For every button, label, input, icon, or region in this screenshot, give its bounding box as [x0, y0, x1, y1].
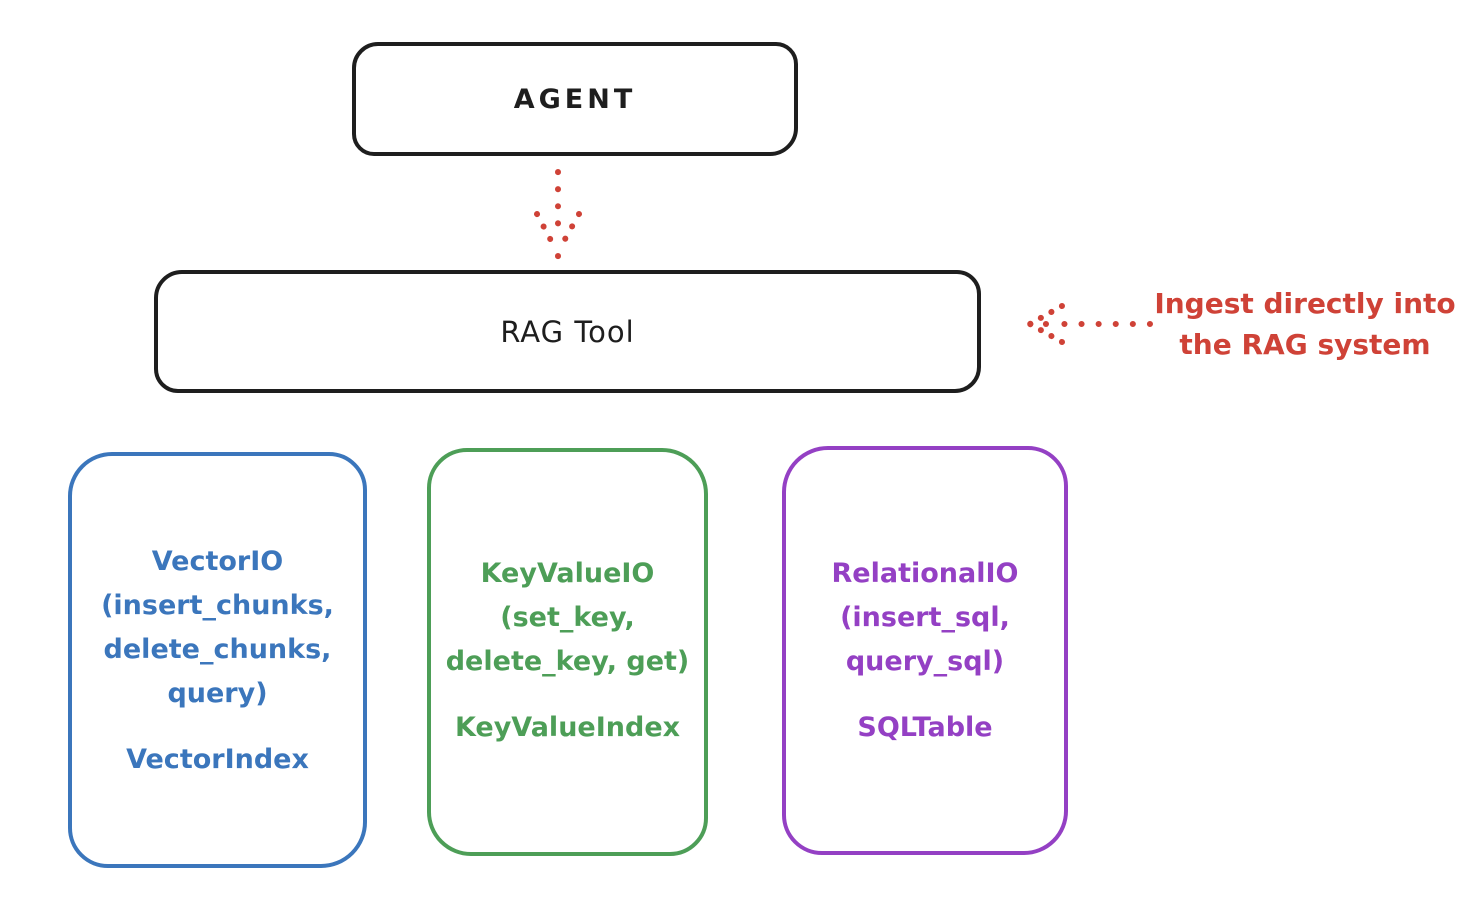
relational-io-methods-label: RelationalIO (insert_sql, query_sql) — [831, 558, 1019, 677]
agent-label: AGENT — [513, 83, 637, 115]
sql-table-label: SQLTable — [857, 712, 993, 743]
agent-box: AGENT — [352, 42, 798, 156]
rag-tool-box: RAG Tool — [154, 270, 981, 393]
relational-io-box: RelationalIO (insert_sql, query_sql) SQL… — [782, 446, 1068, 855]
agent-to-rag-arrow — [534, 169, 582, 260]
keyvalue-index-label: KeyValueIndex — [454, 712, 681, 743]
keyvalue-io-box: KeyValueIO (set_key, delete_key, get) Ke… — [427, 448, 708, 856]
ingest-annotation: Ingest directly into the RAG system — [1154, 287, 1456, 361]
rag-tool-label: RAG Tool — [500, 314, 635, 349]
keyvalue-io-methods-label: KeyValueIO (set_key, delete_key, get) — [445, 558, 690, 677]
vector-io-box: VectorIO (insert_chunks, delete_chunks, … — [68, 452, 367, 868]
vector-index-label: VectorIndex — [126, 744, 309, 775]
vector-io-methods-label: VectorIO (insert_chunks, delete_chunks, … — [101, 546, 334, 709]
ingest-to-rag-arrow — [1027, 303, 1153, 345]
